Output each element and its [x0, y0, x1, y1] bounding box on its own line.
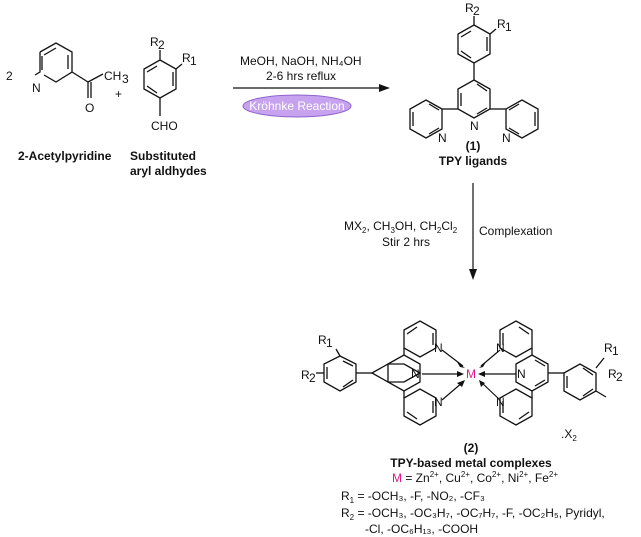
tpy-left-n: N: [438, 131, 447, 145]
aldehyde-r1-sub: 1: [190, 54, 197, 68]
step2-conditions-line2: Stir 2 hrs: [382, 235, 430, 249]
tpy-r2-label: R: [465, 1, 474, 15]
product1-number: (1): [466, 139, 481, 153]
aldehyde-name-line2: aryl aldhydes: [130, 164, 207, 178]
complex-left-upper-n: N: [434, 341, 443, 355]
complex-right-r2-label: R: [608, 367, 617, 381]
complex-left-r1-sub: 1: [326, 336, 333, 350]
complex-left-central-n: N: [411, 367, 420, 381]
complex-left-r2-label: R: [301, 368, 310, 382]
aldehyde-r2-label: R: [150, 35, 159, 49]
tpy-r2-sub: 2: [473, 4, 480, 18]
aldehyde-name-line1: Substituted: [130, 149, 196, 163]
tpy-right-n: N: [502, 131, 511, 145]
tpy-central-n: N: [470, 119, 479, 133]
complex-right-lower-n: N: [496, 395, 505, 409]
counterion-label: .X2: [561, 427, 577, 443]
tpy-ligand-structure: R 2 R 1 N N N: [409, 1, 539, 145]
acetylpyridine-name: 2-Acetylpyridine: [18, 149, 112, 163]
methyl-ch-label: CH: [104, 69, 121, 83]
step2-conditions-line1: MX2, CH3OH, CH2Cl2: [344, 219, 458, 235]
complex-right-upper-n: N: [496, 341, 505, 355]
stoich-label: 2: [6, 69, 13, 83]
tpy-r1-sub: 1: [505, 20, 512, 34]
reaction-name-label: Kröhnke Reaction: [249, 99, 344, 113]
acetylpyridine-structure: 2 N O CH 3: [6, 42, 129, 115]
step2-label: Complexation: [479, 224, 552, 238]
product1-name: TPY ligands: [439, 154, 508, 168]
metal-center: M: [466, 367, 476, 381]
r2-definition-line2: -Cl, -OC₆H₁₃, -COOH: [365, 522, 478, 536]
carbonyl-o-atom: O: [85, 101, 94, 115]
step2-arrow: [469, 183, 477, 280]
r2-definition-line1: R2 = -OCH₃, -OC₃H₇, -OC₇H₇, -F, -OC₂H₅, …: [341, 506, 605, 522]
methyl-sub-3: 3: [122, 72, 129, 86]
complex-right-central-n: N: [517, 367, 526, 381]
complex-left-r1-label: R: [318, 333, 327, 347]
plus-sign: +: [115, 87, 122, 101]
aldehyde-r2-sub: 2: [158, 38, 165, 52]
metal-definition: M = Zn2+, Cu2+, Co2+, Ni2+, Fe2+: [392, 470, 558, 485]
aldehyde-r1-label: R: [182, 51, 191, 65]
complex-right-r2-sub: 2: [616, 370, 623, 384]
tpy-r1-label: R: [497, 17, 506, 31]
step1-conditions-line1: MeOH, NaOH, NH₄OH: [240, 54, 362, 68]
complex-left-r2-sub: 2: [309, 371, 316, 385]
r1-definition: R1 = -OCH₃, -F, -NO₂, -CF₃: [341, 489, 485, 505]
product2-number: (2): [464, 441, 479, 455]
complex-right-r1-sub: 1: [612, 344, 619, 358]
step1-arrow: [233, 84, 390, 92]
complex-left-lower-n: N: [434, 395, 443, 409]
complex-right-r1-label: R: [604, 341, 613, 355]
metal-complex-structure: R 1 R 2 N N N M: [301, 320, 623, 426]
aryl-aldehyde-structure: R 2 R 1 CHO: [143, 35, 197, 133]
product2-name: TPY-based metal complexes: [390, 456, 552, 470]
step1-conditions-line2: 2-6 hrs reflux: [266, 69, 336, 83]
pyridine-n-atom: N: [32, 81, 41, 95]
aldehyde-cho-label: CHO: [151, 119, 178, 133]
reaction-name-badge: [242, 94, 352, 118]
